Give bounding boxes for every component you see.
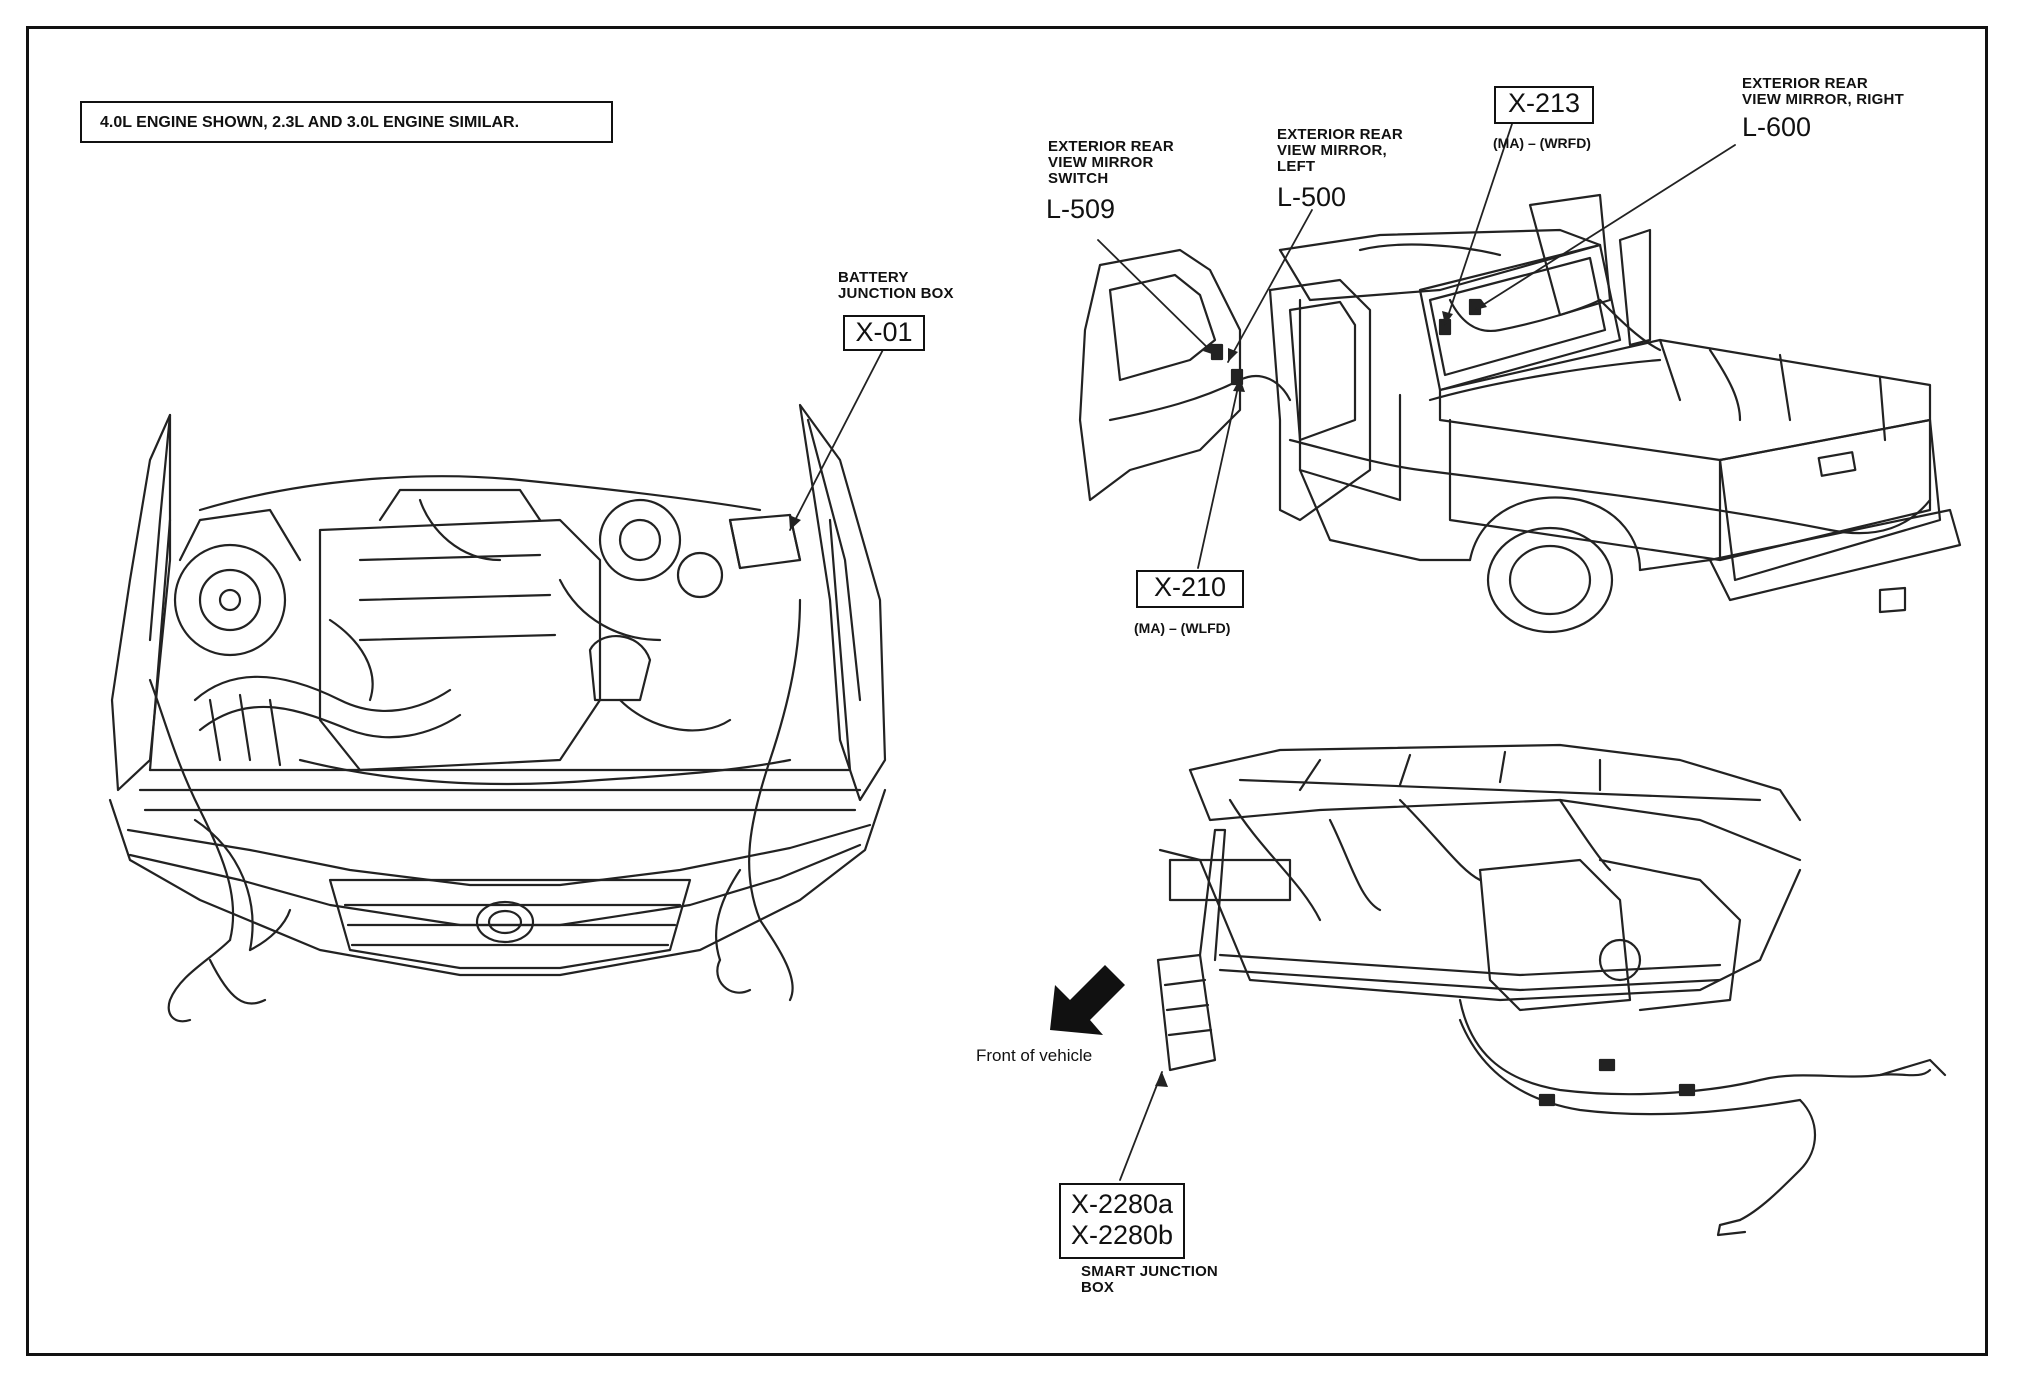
engine-note: 4.0L ENGINE SHOWN, 2.3L AND 3.0L ENGINE … <box>80 101 613 143</box>
battery-code: X-01 <box>855 317 913 347</box>
mirror-left-label: EXTERIOR REAR VIEW MIRROR, LEFT <box>1277 127 1403 174</box>
mirror-right-label: EXTERIOR REAR VIEW MIRROR, RIGHT <box>1742 76 1904 108</box>
x213-code: X-213 <box>1507 88 1581 118</box>
mirror-switch-code: L-509 <box>1046 194 1116 224</box>
instrument-panel-drawing <box>1156 743 1947 1237</box>
mirror-left-line1: EXTERIOR REAR <box>1277 126 1403 143</box>
mirror-switch-label: EXTERIOR REAR VIEW MIRROR SWITCH <box>1048 139 1174 186</box>
front-arrow-icon <box>1050 965 1125 1035</box>
engine-bay-drawing <box>108 403 887 1023</box>
mirror-switch-line2: VIEW MIRROR <box>1048 153 1154 171</box>
mirror-switch-line3: SWITCH <box>1048 169 1109 187</box>
diagram-frame <box>26 26 1988 1356</box>
x210-code: X-210 <box>1153 572 1227 602</box>
x213-code-box: X-213 <box>1494 86 1594 124</box>
sjb-label-line2: BOX <box>1081 1278 1115 1296</box>
sjb-code-a: X-2280a <box>1070 1189 1174 1219</box>
mirror-right-line1: EXTERIOR REAR <box>1742 75 1868 92</box>
truck-body-drawing <box>1078 193 1962 634</box>
front-of-vehicle-label: Front of vehicle <box>976 1046 1093 1065</box>
leader-lines <box>789 114 1736 1181</box>
sjb-label: SMART JUNCTION BOX <box>1081 1264 1218 1296</box>
battery-label: BATTERY JUNCTION BOX <box>838 270 954 302</box>
sjb-code-box: X-2280a X-2280b <box>1059 1183 1185 1259</box>
x210-sub: (MA) – (WLFD) <box>1134 620 1231 636</box>
battery-label-line1: BATTERY <box>838 269 909 286</box>
sjb-label-line1: SMART JUNCTION <box>1081 1263 1218 1280</box>
mirror-left-line3: LEFT <box>1277 157 1316 175</box>
battery-code-box: X-01 <box>843 315 925 351</box>
x210-code-box: X-210 <box>1136 570 1244 608</box>
mirror-switch-line1: EXTERIOR REAR <box>1048 138 1174 155</box>
mirror-left-code: L-500 <box>1277 182 1347 212</box>
x213-sub: (MA) – (WRFD) <box>1493 135 1591 151</box>
battery-label-line2: JUNCTION BOX <box>838 284 954 302</box>
mirror-right-line2: VIEW MIRROR, RIGHT <box>1742 90 1904 108</box>
mirror-right-code: L-600 <box>1742 112 1812 142</box>
mirror-left-line2: VIEW MIRROR, <box>1277 141 1387 159</box>
sjb-code-b: X-2280b <box>1070 1220 1174 1250</box>
